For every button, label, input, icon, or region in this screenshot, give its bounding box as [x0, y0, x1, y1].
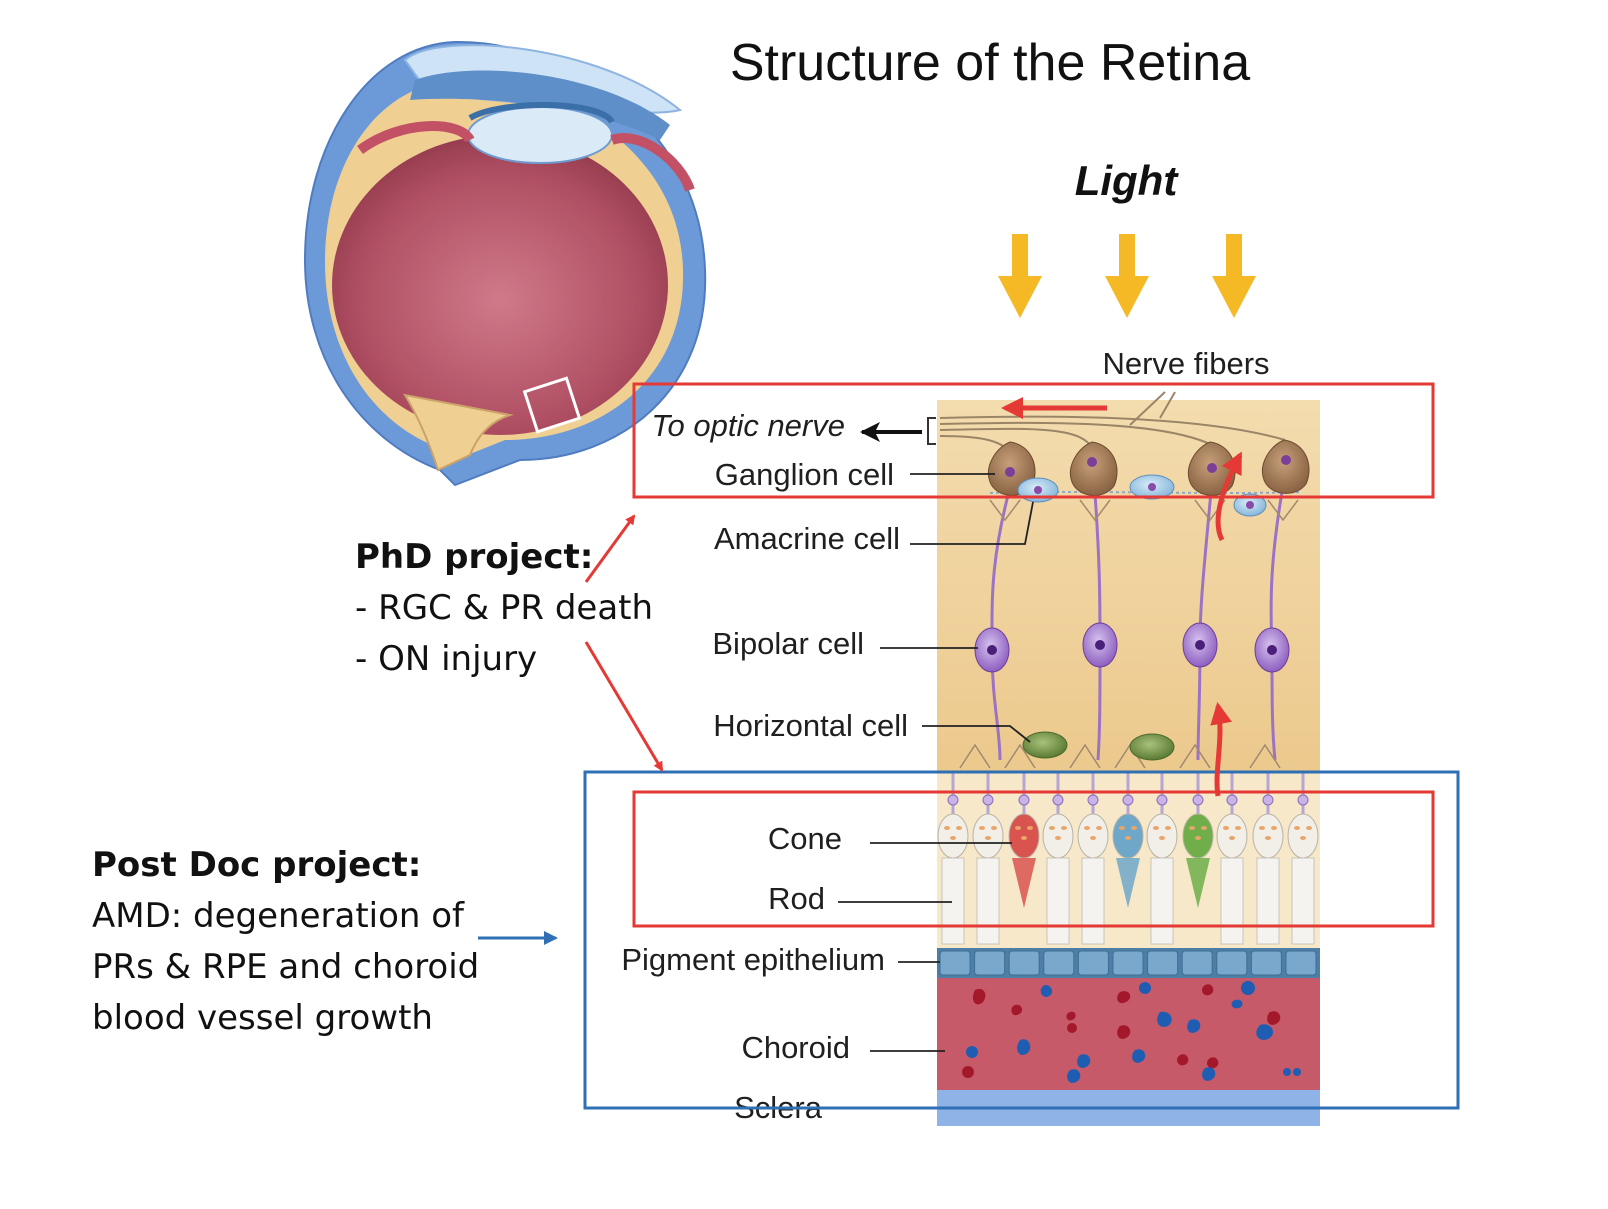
label-choroid: Choroid [741, 1030, 850, 1065]
light-arrows [998, 234, 1256, 318]
postdoc-heading: Post Doc project: [92, 845, 422, 885]
pigment-epithelium [937, 948, 1320, 978]
rpe-cell [974, 950, 1006, 976]
rpe-cell [1008, 950, 1040, 976]
rod-cell [1252, 772, 1284, 945]
label-bipolar-cell: Bipolar cell [712, 626, 864, 661]
label-optic-nerve: To optic nerve [651, 408, 845, 443]
cone-cell [1182, 772, 1214, 908]
light-arrow-icon [1105, 234, 1149, 318]
phd-project-text: PhD project: - RGC & PR death - ON injur… [355, 532, 653, 685]
postdoc-project-text: Post Doc project: AMD: degeneration of P… [92, 840, 479, 1044]
label-amacrine-cell: Amacrine cell [714, 521, 900, 556]
cone-cell [1112, 772, 1144, 908]
label-rod: Rod [768, 881, 825, 916]
rpe-cell [1250, 950, 1282, 976]
rpe-cell [1077, 950, 1109, 976]
rpe-cell [1216, 950, 1248, 976]
phd-line: - ON injury [355, 639, 538, 679]
eye-lens [467, 106, 613, 164]
label-horizontal-cell: Horizontal cell [713, 708, 908, 743]
signal-arrow-up-bottom [1210, 702, 1232, 797]
cone-cell [1008, 772, 1040, 908]
blood-cells [962, 981, 1301, 1083]
rpe-cell [1112, 950, 1144, 976]
eye-illustration [303, 40, 707, 487]
rpe-cell [939, 950, 971, 976]
label-ganglion-cell: Ganglion cell [715, 457, 894, 492]
photoreceptor-highlight-box [632, 790, 1435, 928]
postdoc-line: PRs & RPE and choroid [92, 947, 480, 987]
rod-cell [1042, 772, 1074, 945]
retina-zoom-box [522, 376, 582, 434]
rod-cell [1287, 772, 1319, 945]
ganglion-highlight-box [632, 382, 1435, 499]
retina-cross-section [937, 391, 1320, 1126]
postdoc-line: AMD: degeneration of [92, 896, 465, 936]
label-cone: Cone [768, 821, 842, 856]
horizontal-cells [1022, 731, 1175, 761]
optic-nerve-bracket [927, 417, 936, 445]
rod-cell [1077, 772, 1109, 945]
phd-arrow-up [584, 514, 636, 583]
label-pigment-epithelium: Pigment epithelium [621, 942, 885, 977]
rpe-cell [1043, 950, 1075, 976]
phd-arrow-down [584, 641, 664, 772]
label-nerve-fibers: Nerve fibers [1102, 346, 1269, 381]
rpe-cell [1285, 950, 1317, 976]
light-label: Light [1075, 157, 1180, 204]
rpe-cell [1147, 950, 1179, 976]
light-arrow-icon [1212, 234, 1256, 318]
bipolar-cells [974, 622, 1290, 673]
phd-heading: PhD project: [355, 537, 594, 577]
postdoc-line: blood vessel growth [92, 998, 433, 1038]
light-arrow-icon [998, 234, 1042, 318]
rpe-cell [1181, 950, 1213, 976]
phd-line: - RGC & PR death [355, 588, 654, 628]
vitreous-body [332, 135, 668, 435]
diagram-title: Structure of the Retina [730, 34, 1250, 92]
postdoc-highlight-box [583, 770, 1460, 1110]
signal-arrow-up-top [1215, 451, 1243, 542]
photoreceptors [937, 772, 1319, 945]
